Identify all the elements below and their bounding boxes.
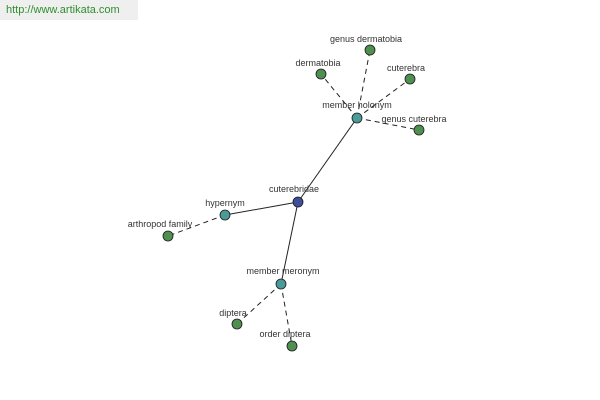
node-label-dermatobia[interactable]: dermatobia [295,58,340,68]
node-diptera[interactable] [231,318,243,330]
edge-cuterebridae-to-member-meronym [280,201,299,285]
node-label-hypernym[interactable]: hypernym [205,198,245,208]
edge-cuterebridae-to-hypernym [224,201,299,216]
edge-member-meronym-to-diptera [236,283,282,325]
nodes-layer [162,44,425,352]
node-genus-dermatobia[interactable] [364,44,376,56]
node-dermatobia[interactable] [315,68,327,80]
node-label-cuterebra[interactable]: cuterebra [387,63,425,73]
edge-member-holonym-to-cuterebra [356,78,411,119]
edge-member-meronym-to-order-diptera [280,283,293,347]
node-label-order-diptera[interactable]: order diptera [259,329,310,339]
node-arthropod-family[interactable] [162,230,174,242]
node-genus-cuterebra[interactable] [413,124,425,136]
watermark-url[interactable]: http://www.artikata.com [0,0,138,20]
node-label-diptera[interactable]: diptera [219,308,247,318]
node-member-meronym[interactable] [275,278,287,290]
node-label-cuterebridae[interactable]: cuterebridae [269,184,319,194]
node-order-diptera[interactable] [286,340,298,352]
node-label-member-meronym[interactable]: member meronym [246,266,319,276]
edge-member-holonym-to-genus-dermatobia [356,49,371,119]
node-label-genus-cuterebra[interactable]: genus cuterebra [381,114,446,124]
node-cuterebridae[interactable] [292,196,304,208]
edge-hypernym-to-arthropod-family [167,214,226,237]
labels-layer: cuterebridae member holonym hypernym member… [128,34,447,339]
node-hypernym[interactable] [219,209,231,221]
edges-layer [167,49,420,347]
node-cuterebra[interactable] [404,73,416,85]
edge-member-holonym-to-dermatobia [320,73,358,119]
node-label-arthropod-family[interactable]: arthropod family [128,219,193,229]
edge-cuterebridae-to-member-holonym [297,117,358,203]
edge-member-holonym-to-genus-cuterebra [356,117,420,131]
node-label-genus-dermatobia[interactable]: genus dermatobia [330,34,402,44]
node-label-member-holonym[interactable]: member holonym [322,100,392,110]
node-member-holonym[interactable] [351,112,363,124]
